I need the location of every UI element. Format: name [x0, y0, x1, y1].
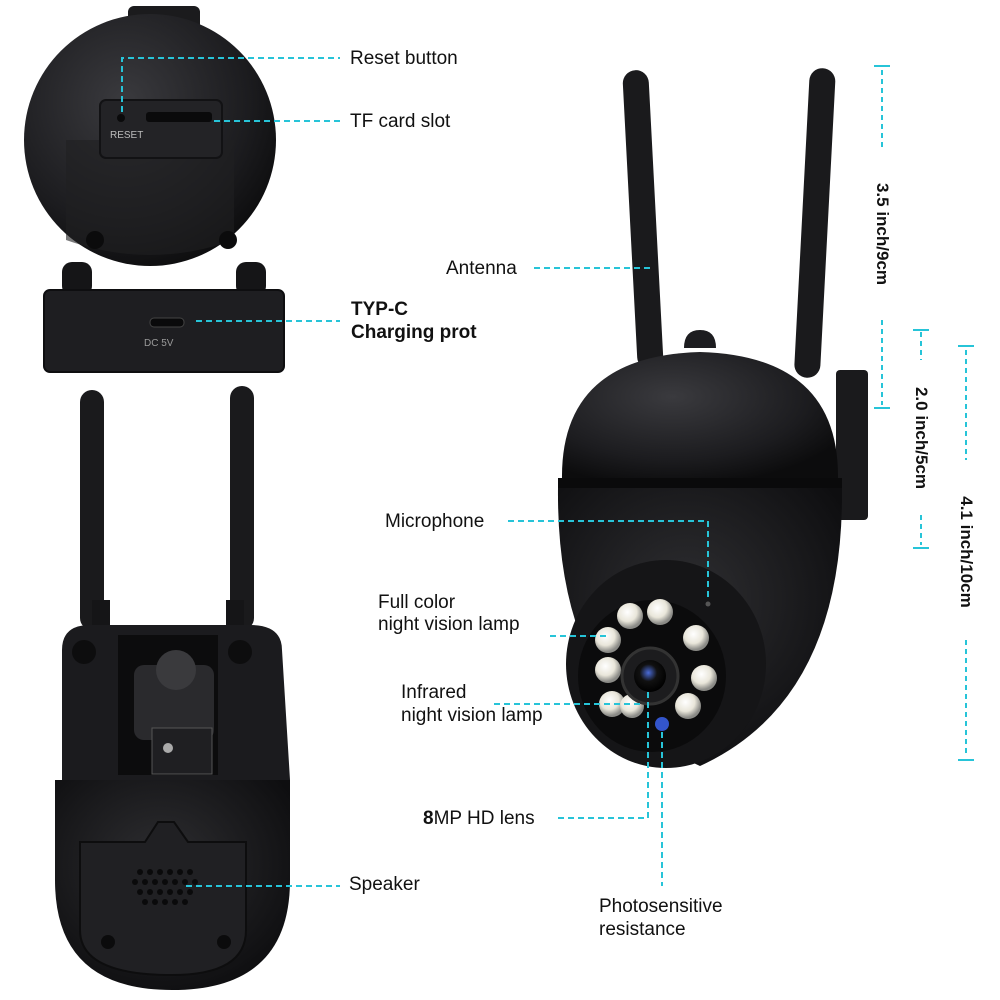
- reset-button-label: Reset button: [350, 48, 458, 69]
- reset-marking: RESET: [110, 130, 143, 141]
- rear-view-camera: RESET DC 5V: [24, 6, 285, 373]
- lens-label: 8MP HD lens: [423, 807, 535, 830]
- leader-lines: [121, 57, 709, 887]
- dc-marking: DC 5V: [144, 338, 174, 349]
- infrared-lamp-label-line2: night vision lamp: [401, 705, 543, 726]
- camera-lens: [634, 660, 666, 692]
- lens-label-prefix: 8: [423, 808, 434, 829]
- microphone-hole: [705, 601, 711, 607]
- tf-card-slot-label: TF card slot: [350, 111, 451, 132]
- full-color-lamp-label-line1: Full color: [378, 592, 456, 613]
- lens-label-rest: MP HD lens: [433, 808, 535, 829]
- body-height-dimension: 4.1 inch/10cm: [957, 496, 976, 608]
- full-color-leds: [595, 599, 709, 653]
- infrared-lamp-label-line1: Infrared: [401, 682, 467, 703]
- full-color-lamp-label-line2: night vision lamp: [378, 614, 520, 635]
- antenna-label: Antenna: [446, 258, 517, 279]
- dome-height-dimension: 2.0 inch/5cm: [912, 386, 931, 490]
- speaker-grille: [132, 869, 198, 905]
- microphone-label: Microphone: [385, 511, 485, 532]
- infrared-leds: [595, 657, 717, 719]
- photosensitive-label-line2: resistance: [599, 919, 686, 940]
- photosensitive-sensor: [655, 717, 669, 731]
- front-view-camera: [557, 68, 868, 768]
- antenna-height-dimension: 3.5 inch/9cm: [873, 182, 892, 286]
- dimension-lines: [881, 70, 967, 756]
- photosensitive-label-line1: Photosensitive: [599, 896, 723, 917]
- typec-label-line1: TYP-C: [351, 299, 408, 320]
- speaker-label: Speaker: [349, 874, 420, 895]
- back-view-camera: [55, 386, 290, 990]
- typec-label-line2: Charging prot: [351, 322, 477, 343]
